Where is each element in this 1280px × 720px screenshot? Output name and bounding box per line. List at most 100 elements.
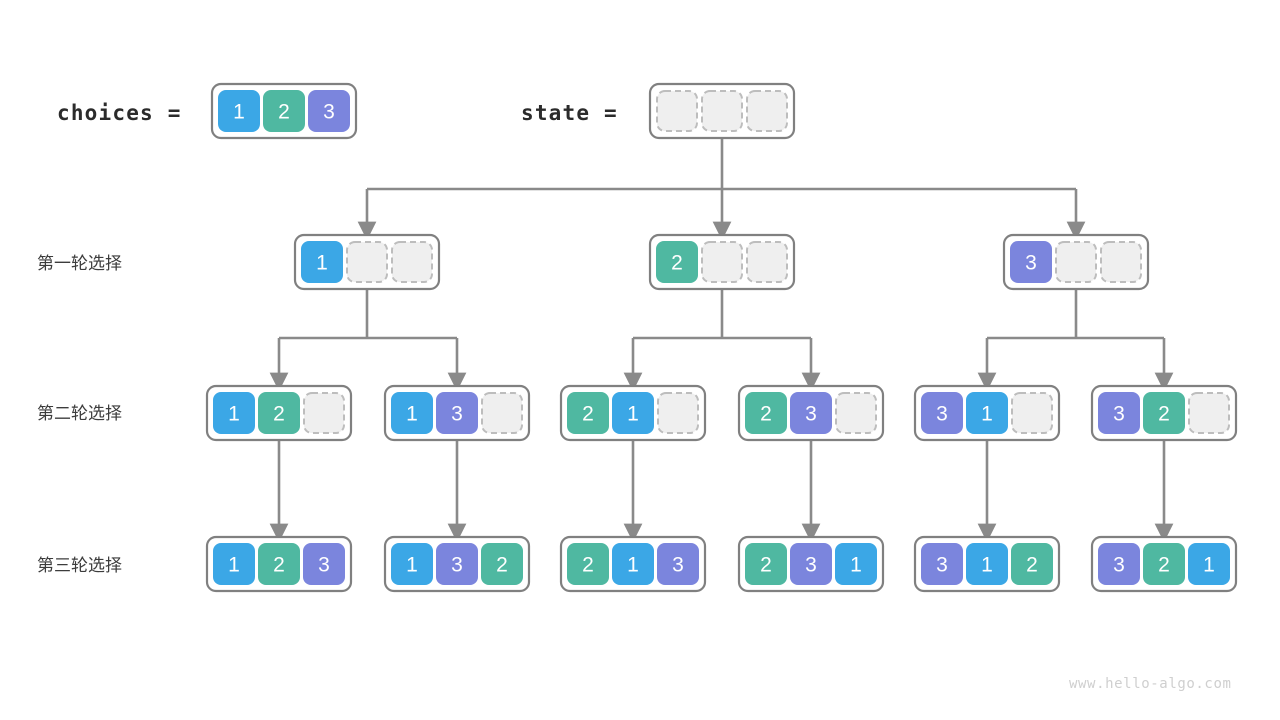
round-3-node-1: 1 2 3 [205, 535, 353, 593]
cell-filled [567, 543, 609, 585]
cell-value: 2 [273, 403, 285, 426]
cell-filled [213, 543, 255, 585]
cell-filled [1188, 543, 1230, 585]
row-label-round-2: 第二轮选择 [37, 404, 122, 423]
cell-filled [657, 543, 699, 585]
round-3-node-5: 3 1 2 [913, 535, 1061, 593]
cell-value: 1 [406, 554, 418, 577]
state-array [648, 82, 796, 140]
cell-empty [746, 241, 788, 283]
round-1-node-3: 3 [1002, 233, 1150, 291]
choices-label: choices = [57, 101, 182, 125]
cell-filled [218, 90, 260, 132]
cell-filled [567, 392, 609, 434]
cell-filled [1011, 543, 1053, 585]
cell-value: 1 [981, 403, 993, 426]
cell-value: 3 [1113, 554, 1125, 577]
cell-filled [1098, 543, 1140, 585]
cell-value: 2 [582, 403, 594, 426]
cell-empty [481, 392, 523, 434]
cell-filled [745, 543, 787, 585]
cell-empty [701, 241, 743, 283]
cell-filled [1010, 241, 1052, 283]
cell-value: 2 [1158, 554, 1170, 577]
cell-filled [1143, 543, 1185, 585]
row-label-round-3: 第三轮选择 [37, 556, 122, 575]
cell-filled [1143, 392, 1185, 434]
cell-empty [391, 241, 433, 283]
cell-value: 2 [582, 554, 594, 577]
cell-filled [612, 392, 654, 434]
cell-empty [657, 392, 699, 434]
cell-empty [656, 90, 698, 132]
cell-filled [966, 392, 1008, 434]
cell-value: 2 [496, 554, 508, 577]
cell-empty [1055, 241, 1097, 283]
cell-value: 3 [936, 403, 948, 426]
cell-empty [746, 90, 788, 132]
cell-filled [966, 543, 1008, 585]
cell-filled [308, 90, 350, 132]
cell-empty [701, 90, 743, 132]
cell-value: 3 [318, 554, 330, 577]
cell-value: 3 [805, 554, 817, 577]
cell-filled [745, 392, 787, 434]
cell-filled [921, 543, 963, 585]
cell-empty [303, 392, 345, 434]
cell-value: 2 [1026, 554, 1038, 577]
round-1-node-1: 1 [293, 233, 441, 291]
cell-value: 1 [228, 403, 240, 426]
cell-value: 3 [323, 101, 335, 124]
cell-value: 1 [627, 554, 639, 577]
cell-empty [1011, 392, 1053, 434]
round-1-node-2: 2 [648, 233, 796, 291]
cell-value: 1 [981, 554, 993, 577]
cell-value: 2 [1158, 403, 1170, 426]
cell-value: 1 [316, 252, 328, 275]
cell-value: 2 [760, 554, 772, 577]
cell-filled [301, 241, 343, 283]
cell-value: 1 [627, 403, 639, 426]
cell-filled [656, 241, 698, 283]
cell-filled [790, 543, 832, 585]
cell-empty [1188, 392, 1230, 434]
cell-empty [835, 392, 877, 434]
cell-filled [612, 543, 654, 585]
cell-value: 1 [406, 403, 418, 426]
cell-value: 3 [936, 554, 948, 577]
cell-filled [258, 392, 300, 434]
tree-edges [269, 138, 1174, 543]
cell-value: 2 [278, 101, 290, 124]
cell-value: 3 [1113, 403, 1125, 426]
cell-filled [436, 392, 478, 434]
cell-filled [835, 543, 877, 585]
cell-filled [258, 543, 300, 585]
cell-filled [481, 543, 523, 585]
round-3-node-4: 2 3 1 [737, 535, 885, 593]
cell-value: 1 [233, 101, 245, 124]
state-label: state = [521, 101, 618, 125]
cell-filled [436, 543, 478, 585]
cell-filled [303, 543, 345, 585]
cell-filled [391, 392, 433, 434]
cell-value: 3 [1025, 252, 1037, 275]
cell-filled [1098, 392, 1140, 434]
cell-value: 1 [228, 554, 240, 577]
cell-filled [790, 392, 832, 434]
cell-filled [391, 543, 433, 585]
cell-value: 1 [850, 554, 862, 577]
cell-value: 2 [273, 554, 285, 577]
cell-value: 2 [760, 403, 772, 426]
